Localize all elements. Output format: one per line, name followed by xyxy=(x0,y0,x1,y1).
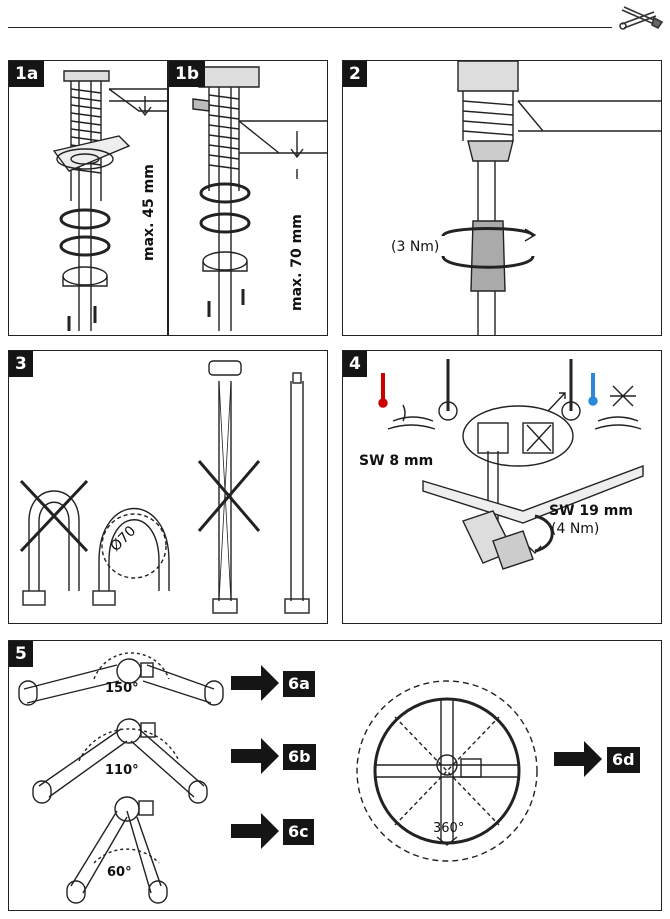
step-3-panel: 3 Ø70 xyxy=(8,350,328,624)
header-rule xyxy=(8,27,612,28)
wrench-screwdriver-icon xyxy=(619,6,664,30)
step-1a-panel: 1a max. 45 mm xyxy=(8,60,168,336)
torque-label: (3 Nm) xyxy=(391,239,440,255)
faucet-shank-mounting-drawing xyxy=(52,70,167,331)
max-depth-label: max. 70 mm xyxy=(289,214,305,311)
torque-label: (4 Nm) xyxy=(551,521,600,537)
hose-bending-radius-drawing xyxy=(19,360,310,614)
tightening-nut-drawing xyxy=(441,61,661,335)
step-badge: 3 xyxy=(9,351,33,377)
angle-label-110: 110° xyxy=(105,763,139,778)
step-badge: 5 xyxy=(9,641,33,667)
step-1b-panel: 1b max. 70 mm xyxy=(168,60,328,336)
step-5-panel: 5 150° 110° 60° 360° 6a 6b 6c 6d xyxy=(8,640,662,911)
angle-label-60: 60° xyxy=(107,865,132,880)
angle-label-360: 360° xyxy=(433,821,465,836)
max-depth-label: max. 45 mm xyxy=(141,164,157,261)
hose-connection-drawing xyxy=(378,359,644,570)
small-wrench-size-label: SW 8 mm xyxy=(359,453,434,469)
step-badge: 2 xyxy=(343,61,367,87)
spout-rotation-drawing xyxy=(18,652,602,904)
angle-label-150: 150° xyxy=(105,681,139,696)
goto-arrows xyxy=(231,665,602,849)
step-4-panel: 4 SW 8 mm SW 19 mm (4 Nm) xyxy=(342,350,662,624)
large-wrench-size-label: SW 19 mm xyxy=(549,503,633,519)
step-badge: 1b xyxy=(169,61,205,87)
step-2-panel: 2 (3 Nm) xyxy=(342,60,662,336)
step-badge: 1a xyxy=(9,61,45,87)
step-badge: 4 xyxy=(343,351,367,377)
